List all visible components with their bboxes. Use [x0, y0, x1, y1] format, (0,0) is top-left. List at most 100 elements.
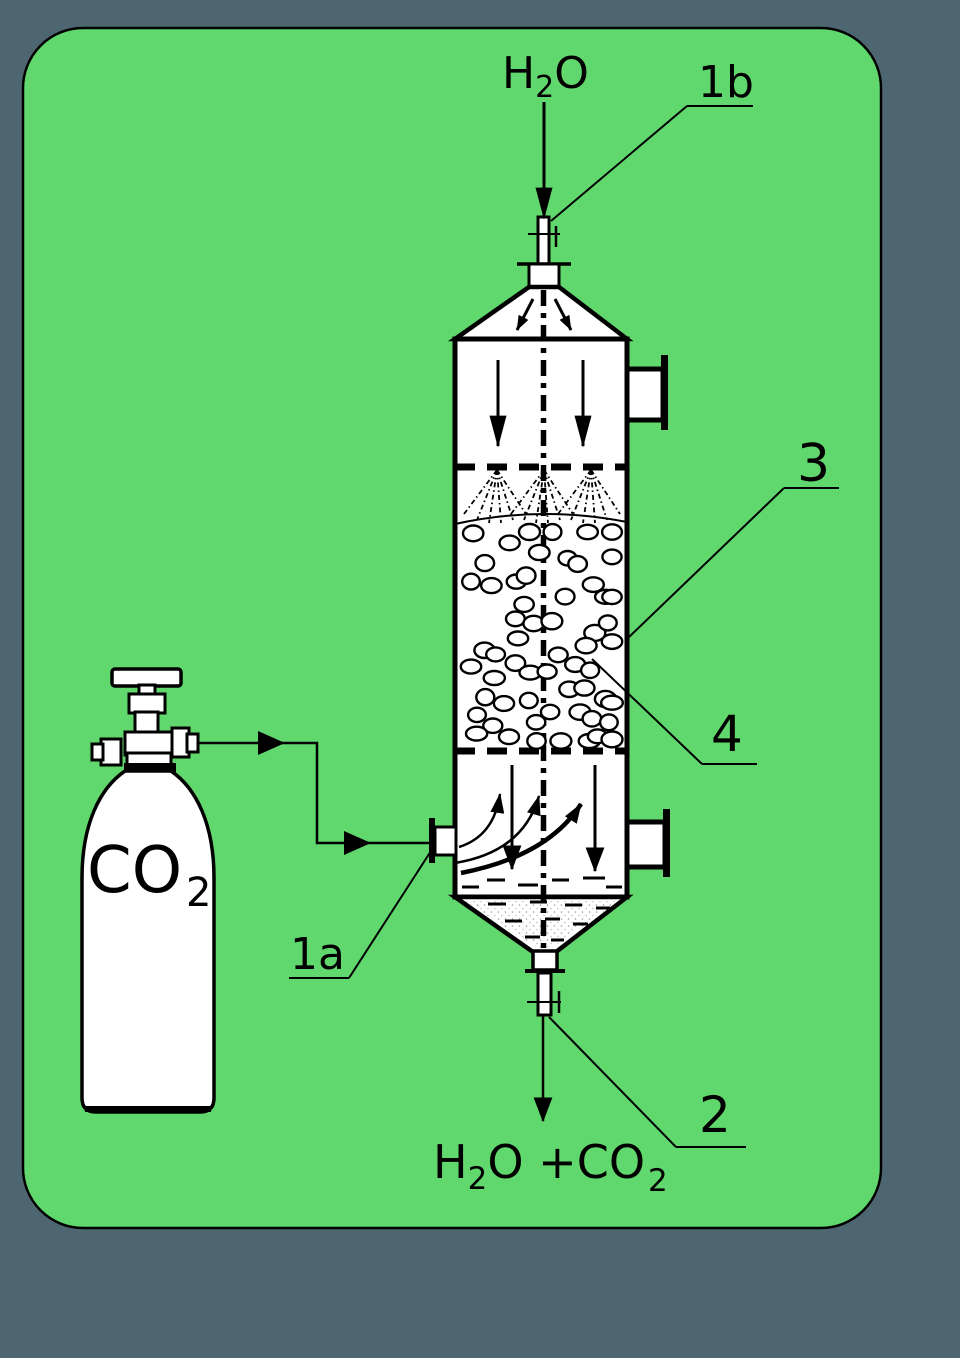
packing-ring: [461, 524, 485, 543]
spray-ray: [496, 469, 502, 524]
drain-pipe: [536, 971, 553, 1017]
spray-ray: [535, 469, 545, 524]
packing-ring: [600, 730, 624, 749]
callout-1a-leader: [348, 850, 432, 979]
cylinder-neck-flange: [124, 763, 176, 772]
packing-ring: [474, 553, 496, 573]
valve-outlet-cap: [185, 732, 200, 754]
packing-ring: [498, 534, 521, 552]
spray-ray: [570, 469, 592, 521]
spray-ray: [496, 469, 514, 521]
packing-ring: [573, 679, 596, 697]
packing-ring: [506, 630, 530, 647]
lower-right-nozzle: [624, 819, 668, 870]
packing-ring: [482, 717, 504, 735]
packing-ring: [466, 706, 488, 724]
packing-ring: [504, 610, 527, 628]
packing-ring: [581, 576, 605, 594]
packing-ring: [600, 694, 625, 711]
cylinder-body: [80, 769, 216, 1114]
packing-ring: [542, 522, 563, 542]
feed-arrow-1: [258, 731, 285, 755]
packing-ring: [554, 587, 576, 606]
packing-ring: [597, 614, 618, 632]
spray-ray: [463, 469, 498, 515]
callout-4-leader: [591, 658, 703, 765]
packing-ring: [600, 523, 624, 541]
annotations: H2O 1b 3 4 1a 2 H2O +CO2: [289, 48, 839, 1199]
lower-right-nozzle-plate: [663, 809, 670, 877]
drain-neck: [531, 949, 559, 972]
valve-body: [133, 710, 160, 735]
spray-ray: [510, 469, 545, 515]
gas-arrow-2: [454, 795, 541, 865]
spray-fans: [463, 469, 621, 524]
packing-ring: [549, 732, 573, 750]
cylinder-label-subscript: 2: [186, 870, 211, 916]
spray-ray: [488, 469, 498, 524]
upper-right-nozzle-plate: [661, 355, 668, 430]
callout-1b-leader: [550, 105, 688, 222]
top-flange-block: [527, 262, 561, 290]
callout-3-label: 3: [797, 434, 830, 494]
packing-ring: [601, 548, 623, 566]
packing-ring: [536, 663, 558, 680]
outlet-label: H2O +CO2: [433, 1135, 668, 1199]
packing-ring: [526, 732, 547, 751]
valve-bonnet: [127, 692, 167, 715]
packing-ring: [497, 728, 521, 746]
packing-ring: [574, 636, 598, 655]
packing-ring: [567, 554, 589, 574]
packing-ring: [581, 709, 603, 728]
packing-ring: [576, 523, 600, 541]
packing-ring: [579, 661, 601, 680]
co2-cylinder: CO 2: [80, 667, 216, 1114]
panel-background: [21, 26, 883, 1230]
packing-ring: [464, 725, 489, 742]
upper-right-nozzle: [624, 366, 666, 423]
packing-ring: [475, 687, 496, 707]
packing-ring: [513, 595, 535, 614]
packing-ring: [515, 566, 537, 585]
callout-1b-label: 1b: [698, 57, 754, 108]
cylinder-label: CO: [87, 834, 182, 908]
spray-ray: [543, 469, 561, 521]
packing-ring: [539, 703, 561, 721]
packing-ring: [600, 633, 624, 651]
gas-arrow-3: [460, 802, 583, 876]
spray-ray: [543, 469, 549, 524]
gas-inlet-nozzle: [433, 825, 458, 857]
spray-ray: [476, 469, 498, 521]
packing-ring: [482, 669, 507, 687]
valve-handwheel: [110, 667, 183, 688]
packing-ring: [598, 713, 619, 732]
spray-ray: [523, 469, 545, 521]
packing-circles: [459, 522, 625, 751]
feed-line: [197, 731, 429, 855]
spray-ray: [590, 469, 621, 515]
spray-ray: [557, 469, 592, 515]
packing-ring: [525, 713, 547, 731]
packing-ring: [527, 543, 551, 562]
spray-ray: [496, 469, 527, 515]
packing-ring: [492, 694, 516, 713]
callout-2-label: 2: [699, 1086, 731, 1144]
feed-arrow-2: [344, 831, 371, 855]
packing-ring: [461, 572, 482, 591]
feed-pipe-path: [197, 741, 429, 845]
callout-3-leader: [628, 487, 785, 638]
packing-ring: [517, 522, 542, 542]
packing-ring: [479, 576, 503, 595]
spray-ray: [582, 469, 592, 524]
packing-ring: [485, 646, 507, 663]
water-inlet-label: H2O: [502, 48, 589, 105]
cone-arrow-left: [515, 298, 535, 331]
packing-ring: [518, 691, 539, 710]
packing-ring: [504, 654, 527, 673]
packing-ring: [601, 588, 623, 606]
liquid-dashes: [462, 876, 622, 942]
cone-arrow-right: [553, 298, 573, 331]
packing-ring: [459, 658, 483, 675]
